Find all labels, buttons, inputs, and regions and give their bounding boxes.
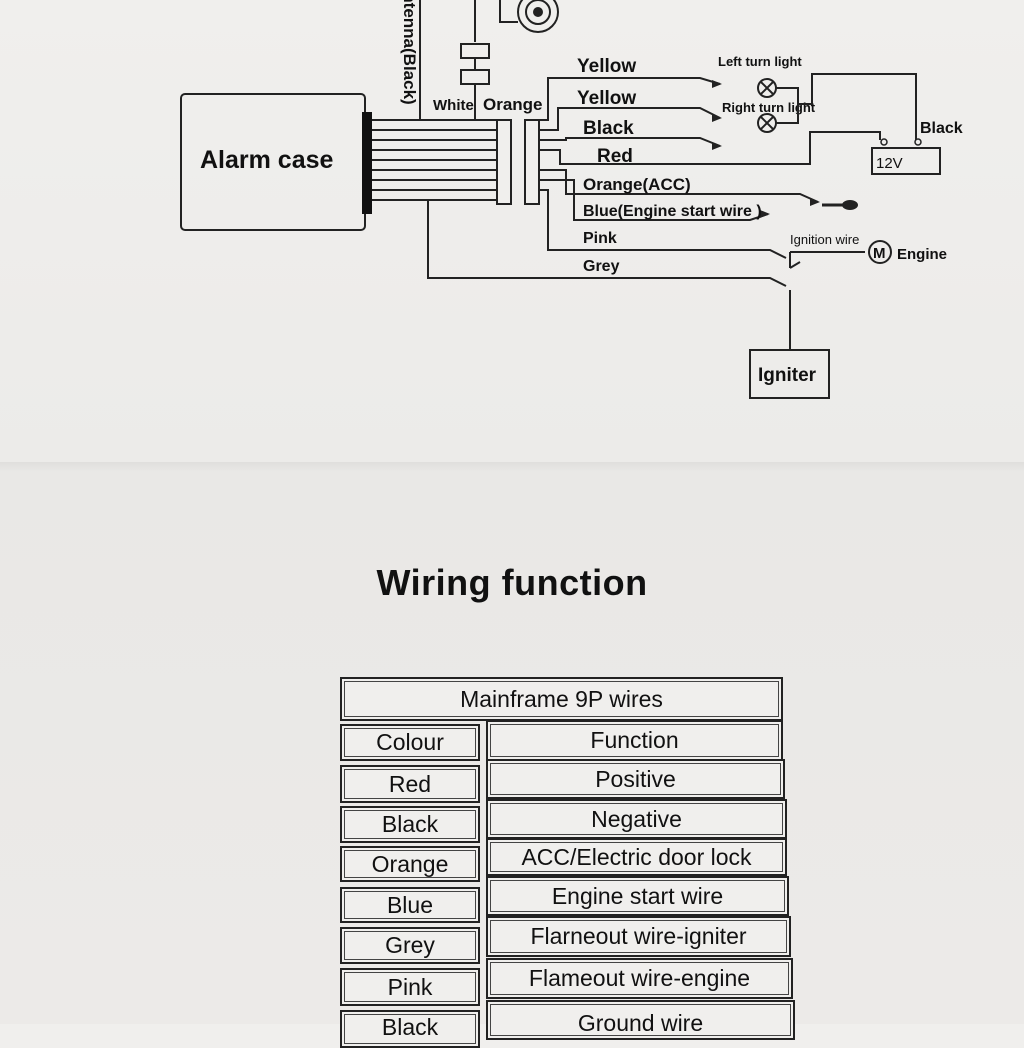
antenna-label: Antenna(Black) (400, 0, 419, 105)
orange-acc-label: Orange(ACC) (583, 175, 691, 194)
orange-label: Orange (483, 95, 543, 114)
battery-black-label: Black (920, 120, 963, 137)
row-3-function: ACC/Electric door lock (486, 838, 787, 876)
wiring-function-heading: Wiring function (376, 562, 648, 603)
row-1-function: Positive (486, 759, 785, 799)
right-turn-light-icon (757, 113, 777, 133)
fuse-top-icon (460, 43, 490, 59)
grey-wire-label: Grey (583, 258, 620, 275)
igniter-label: Igniter (758, 365, 817, 386)
row-6-function: Flameout wire-engine (486, 958, 793, 999)
alarm-case-label: Alarm case (200, 146, 334, 174)
row-5-function: Flarneout wire-igniter (486, 916, 791, 957)
connector-block-1 (496, 119, 512, 205)
row-3-colour: Orange (340, 846, 480, 882)
row-7-function: Ground wire (486, 1000, 795, 1040)
table-title: Mainframe 9P wires (340, 677, 783, 721)
connector-block-2 (524, 119, 540, 205)
pink-wire-label: Pink (583, 230, 617, 247)
engine-label: Engine (897, 246, 947, 263)
row-4-colour: Blue (340, 887, 480, 923)
row-4-function: Engine start wire (486, 876, 789, 916)
fuse-bottom-icon (460, 69, 490, 85)
header-colour: Colour (340, 724, 480, 761)
battery-box (871, 147, 941, 175)
left-turn-light-icon (757, 78, 777, 98)
header-function: Function (486, 720, 783, 761)
blue-wire-label: Blue(Engine start wire ) (583, 203, 762, 220)
row-7-colour: Black (340, 1010, 480, 1048)
battery-voltage-label: 12V (876, 155, 903, 172)
red-wire-label: Red (597, 146, 633, 167)
wiring-diagram: Alarm case Antenna(Black) White Orange Y… (180, 0, 963, 399)
right-turn-label: Right turn light (722, 100, 816, 115)
yellow-2-label: Yellow (577, 88, 636, 109)
row-2-colour: Black (340, 806, 480, 843)
row-2-function: Negative (486, 799, 787, 839)
yellow-1-label: Yellow (577, 56, 636, 77)
motor-symbol: M (873, 245, 886, 262)
row-6-colour: Pink (340, 968, 480, 1006)
page-fold (0, 462, 1024, 472)
left-turn-label: Left turn light (718, 54, 802, 69)
igniter-box (749, 349, 830, 399)
row-5-colour: Grey (340, 927, 480, 964)
siren-icon (474, 0, 559, 42)
motor-icon (868, 240, 892, 264)
white-label: White (433, 97, 474, 114)
row-1-colour: Red (340, 765, 480, 803)
ignition-wire-label: Ignition wire (790, 232, 859, 247)
black-wire-label: Black (583, 118, 634, 139)
switch-icon (789, 252, 801, 350)
wire-bundle (372, 119, 500, 201)
alarm-case-connector (362, 112, 372, 214)
ignition-key-icon (822, 200, 858, 210)
bleed-through-text (780, 640, 789, 679)
